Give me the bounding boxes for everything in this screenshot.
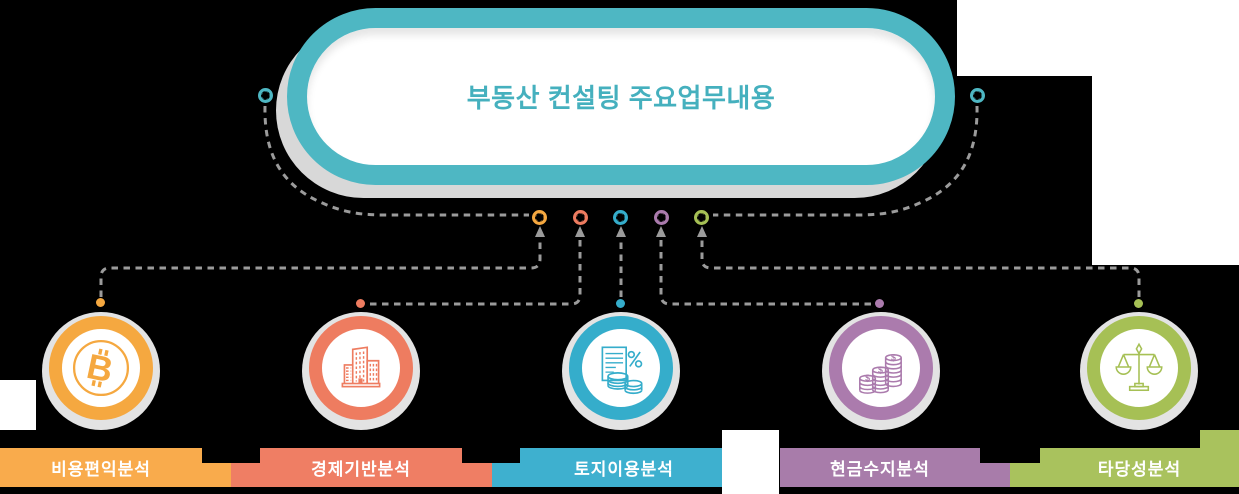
connector-node-purple [654,210,669,225]
ribbon-connector [202,463,231,487]
background-patch-center [722,430,779,494]
path-origin-dot-green [1134,299,1143,308]
item-label: 현금수지분석 [830,460,930,479]
purple-path [659,238,871,306]
connector-node-green [694,210,709,225]
connector-node-red [573,210,588,225]
item-label: 토지이용분석 [574,460,674,479]
ribbon-right-riser [1200,430,1239,450]
item-label: 타당성분석 [1097,460,1182,479]
connector-node-orange [532,210,547,225]
label-bar-land-use: 토지이용분석 [520,448,728,487]
bitcoin-coin-icon: B [72,339,130,397]
path-origin-dot-purple [875,299,884,308]
balance-scales-icon [1115,342,1163,392]
icon-circle-land-use [562,312,680,430]
path-origin-dot-orange [96,298,105,307]
background-patch-left-edge [0,380,36,430]
label-bar-cost-benefit: 비용편익분석 [0,448,202,487]
banner-title: 부동산 컨설팅 주요업무내용 [466,83,776,113]
svg-text:$: $ [865,373,870,383]
icon-circle-cash-flow: $ $ $ [822,312,940,430]
item-label: 경제기반분석 [311,460,411,479]
path-origin-dot-blue [616,299,625,308]
item-label: 비용편익분석 [51,460,151,479]
buildings-icon [341,346,381,388]
ribbon-connector [492,463,520,487]
red-path [370,238,582,306]
svg-text:$: $ [878,365,883,375]
path-origin-dot-red [356,299,365,308]
up-arrowheads [535,226,707,237]
orange-path [99,238,542,297]
label-bar-cash-flow: 현금수지분석 [780,448,980,487]
ribbon-connector [462,463,492,487]
svg-text:$: $ [891,352,896,362]
ribbon-connector [231,463,260,487]
background-patch-top-right-lower [1092,0,1239,265]
rising-coin-stacks-icon: $ $ $ [859,352,902,394]
connector-node-teal-right [970,88,985,103]
ribbon-connector [980,463,1010,487]
icon-circle-cost-benefit: B [42,312,160,430]
green-path [700,238,1141,297]
label-bar-economic-base: 경제기반분석 [260,448,462,487]
label-bar-feasibility: 타당성분석 [1040,448,1239,487]
icon-circle-economic-base [302,312,420,430]
document-coins-percent-icon [601,346,643,395]
ribbon-connector [1010,463,1040,487]
icon-circle-feasibility [1080,312,1198,430]
connector-node-blue [613,210,628,225]
connector-node-teal-left [258,88,273,103]
title-banner: 부동산 컨설팅 주요업무내용 [287,8,955,185]
